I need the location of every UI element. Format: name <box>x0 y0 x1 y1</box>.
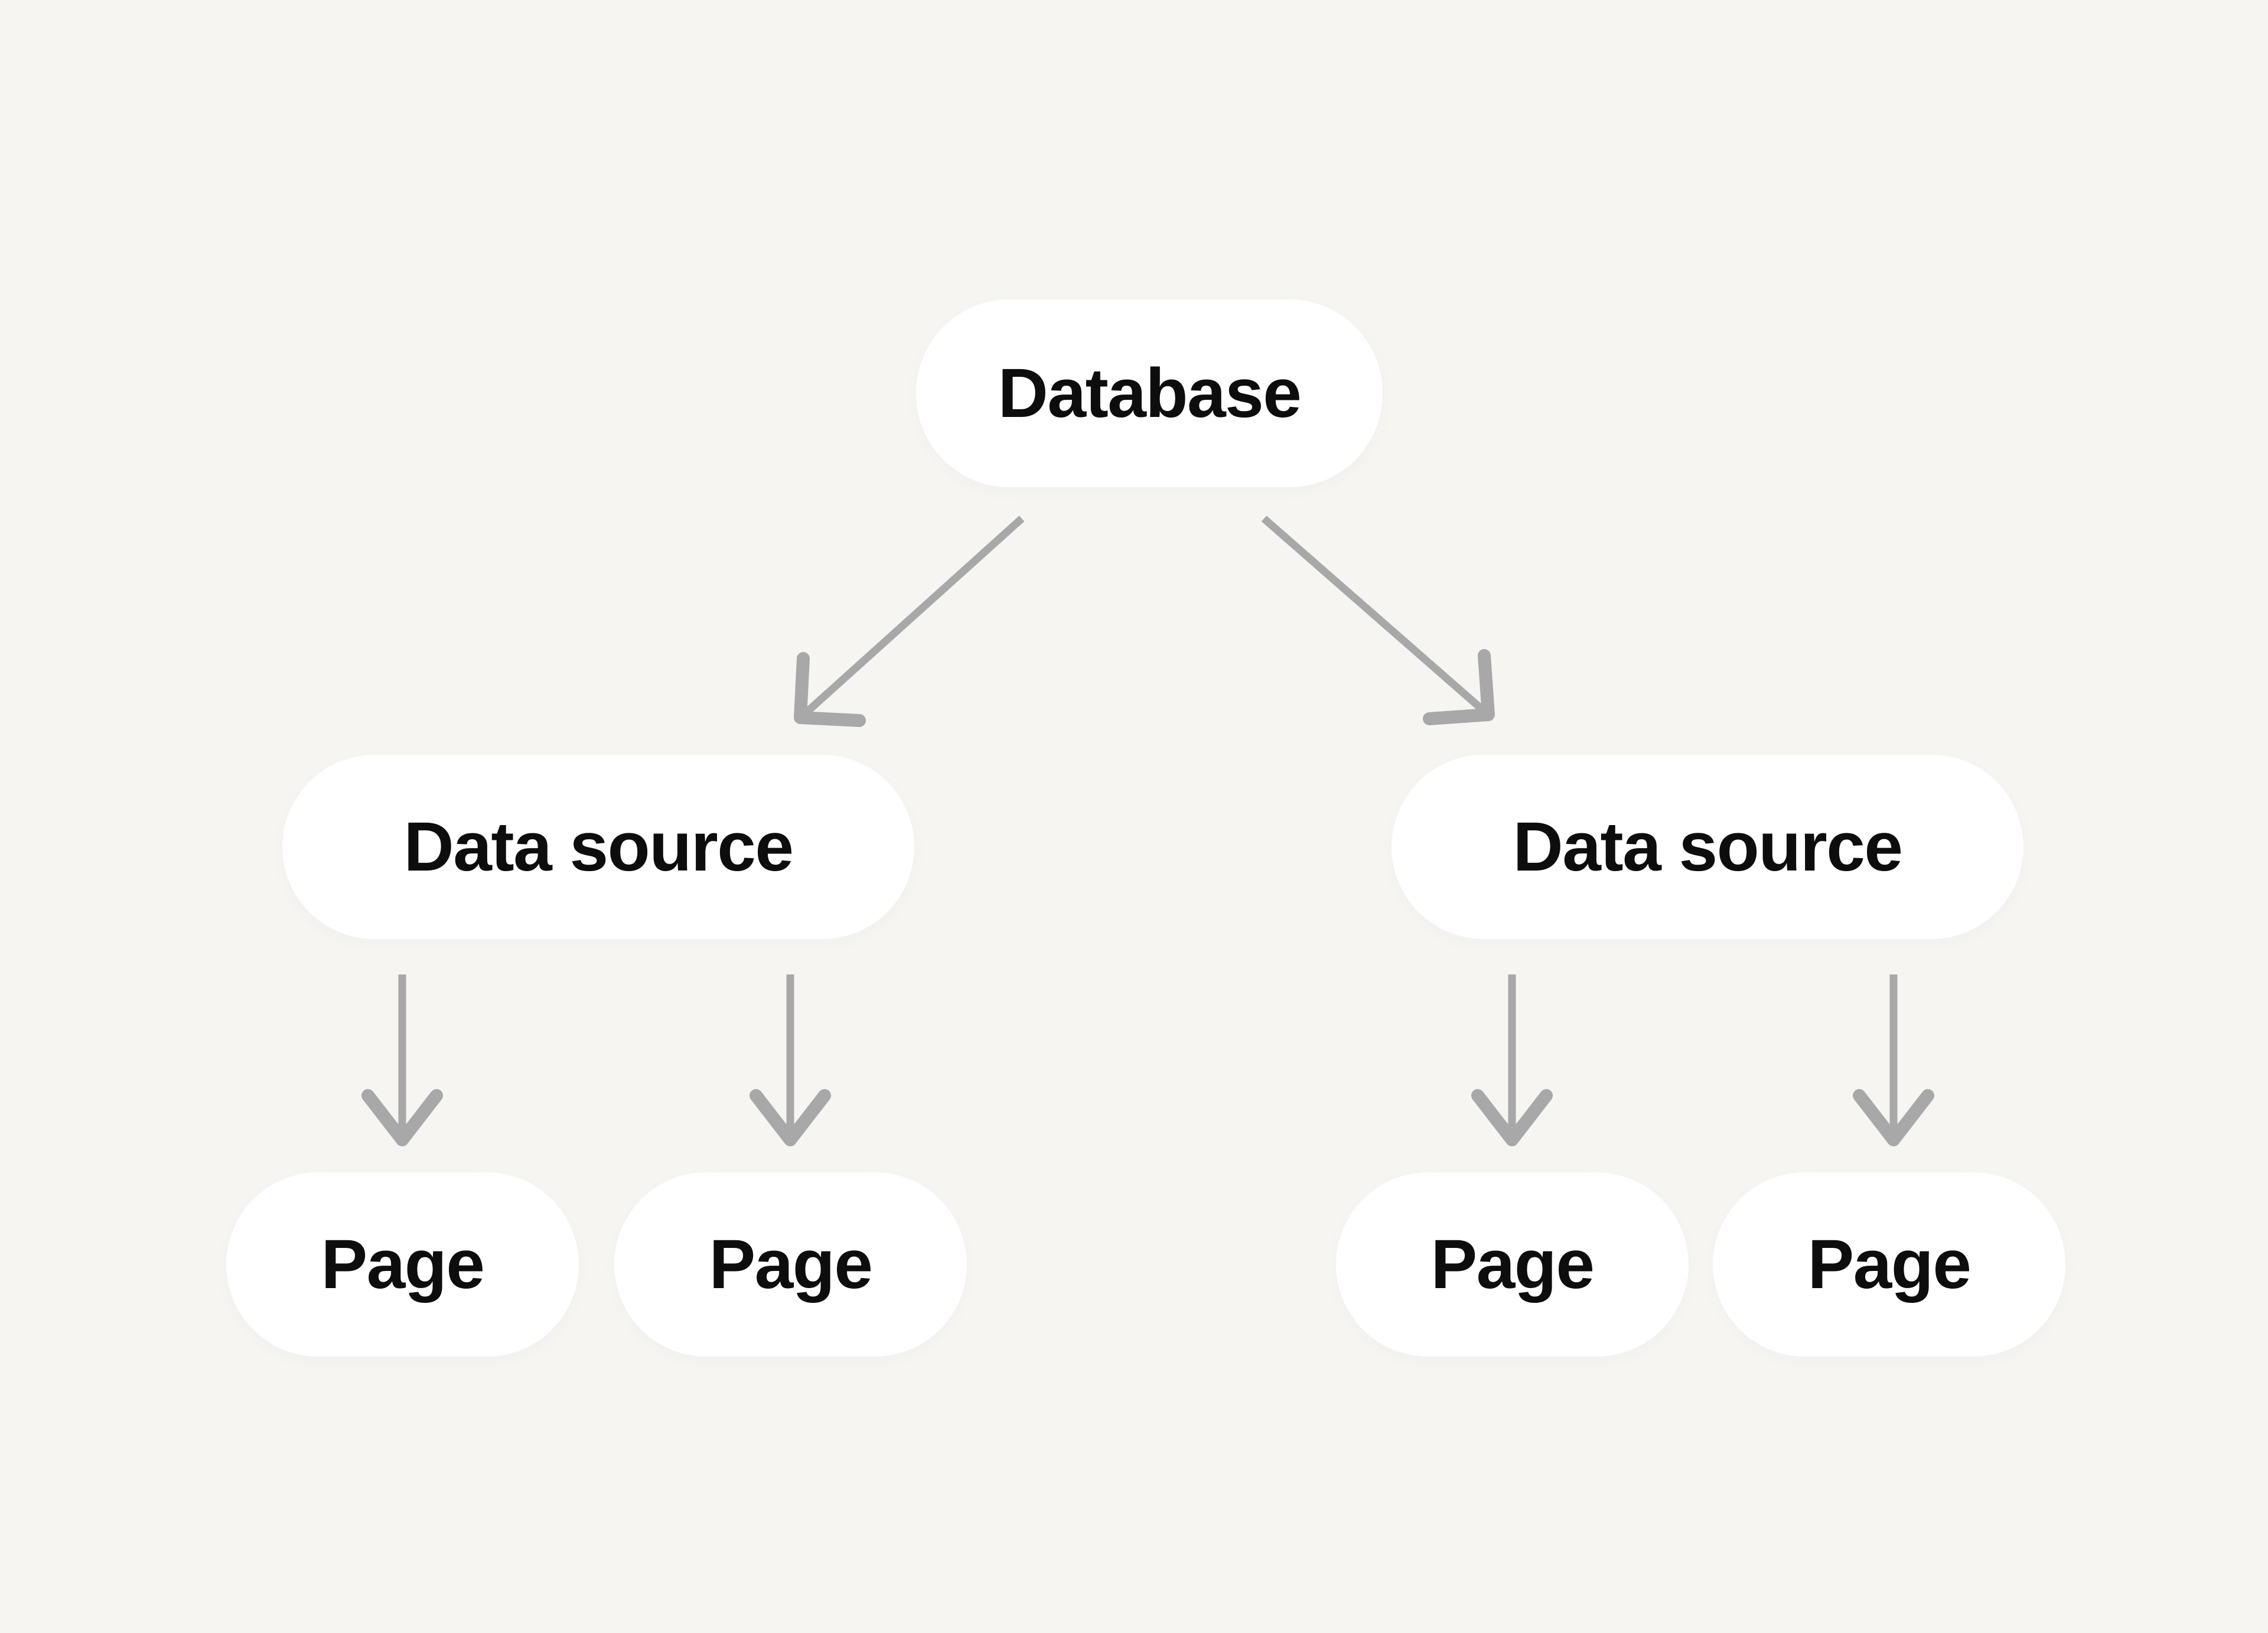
arrow-data-source-right-to-page-3 <box>1471 974 1553 1146</box>
arrow-data-source-right-to-page-4 <box>1853 974 1934 1146</box>
node-data-source-right-label: Data source <box>1513 808 1903 886</box>
arrow-data-source-left-to-page-1 <box>361 974 443 1146</box>
node-data-source-right: Data source <box>1392 755 2023 939</box>
node-page-left-2-label: Page <box>709 1225 873 1303</box>
node-page-left-1: Page <box>226 1172 579 1357</box>
arrow-data-source-left-to-page-2 <box>750 974 831 1146</box>
node-page-right-1: Page <box>1336 1172 1689 1357</box>
node-page-right-1-label: Page <box>1430 1225 1595 1303</box>
node-database-label: Database <box>998 354 1302 432</box>
arrow-database-to-data-source-left <box>794 516 1025 727</box>
node-data-source-left: Data source <box>282 755 914 939</box>
node-page-right-2-label: Page <box>1807 1225 1972 1303</box>
arrow-database-to-data-source-right <box>1261 516 1495 725</box>
node-database: Database <box>916 299 1383 487</box>
node-page-left-2: Page <box>614 1172 967 1357</box>
node-page-left-1-label: Page <box>321 1225 485 1303</box>
node-data-source-left-label: Data source <box>403 808 794 886</box>
node-page-right-2: Page <box>1713 1172 2065 1357</box>
